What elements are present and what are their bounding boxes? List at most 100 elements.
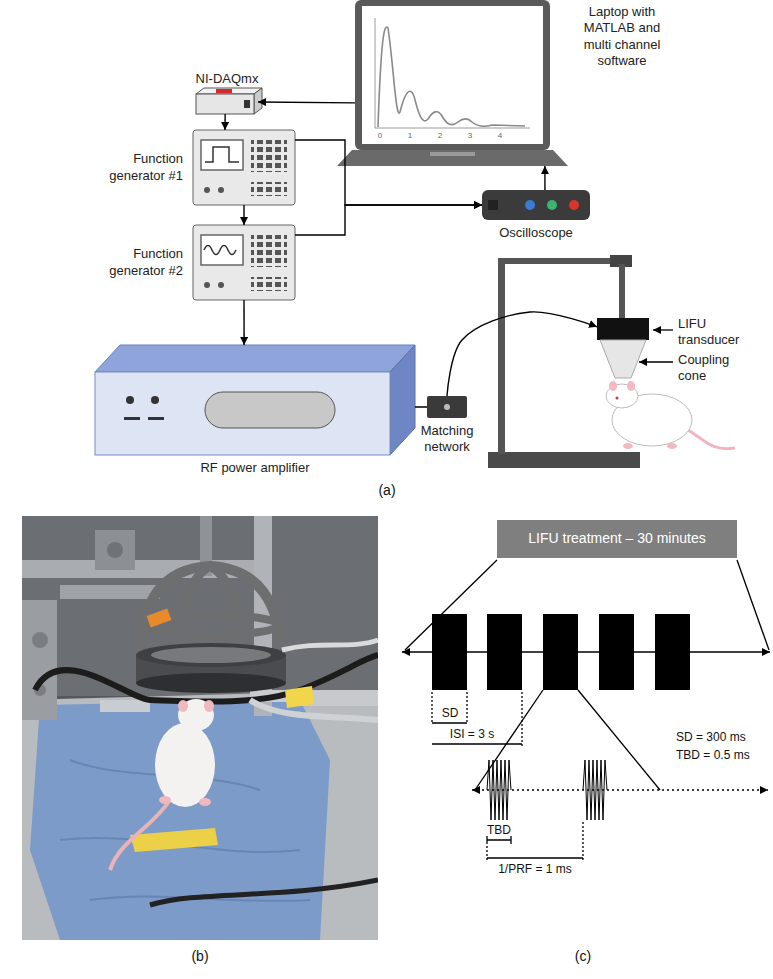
amplifier-icon xyxy=(124,417,140,420)
function-generator-icon xyxy=(201,140,243,170)
photo-illustration xyxy=(100,700,150,712)
laptop-computer: Laptop with MATLAB and multi channel sof… xyxy=(355,0,550,166)
stand-and-mouse xyxy=(627,381,635,391)
label-anchor: 0 xyxy=(374,131,386,141)
stand-and-mouse xyxy=(688,430,735,449)
tick-number: 1 xyxy=(404,131,416,141)
stand-and-mouse xyxy=(619,264,625,318)
node-label: Laptop with MATLAB and multi channel sof… xyxy=(572,4,672,69)
connector xyxy=(258,101,355,103)
timing-diagram xyxy=(487,760,511,820)
connector xyxy=(224,114,226,130)
laptop-icon xyxy=(430,152,475,156)
amplifier-icon xyxy=(95,345,415,455)
dimension-label: ISI = 3 s xyxy=(437,727,507,741)
laptop-icon xyxy=(378,27,525,127)
timing-diagram xyxy=(432,723,522,744)
function-generator-icon xyxy=(204,282,210,288)
label-anchor: Coupling cone xyxy=(678,352,758,383)
label-anchor: 1 xyxy=(404,131,416,141)
function-generator-icon xyxy=(201,235,243,265)
stimulus-block xyxy=(543,614,578,690)
daq-icon xyxy=(196,88,262,94)
photo-illustration xyxy=(136,673,286,693)
tick-number: 0 xyxy=(374,131,386,141)
amplifier-icon xyxy=(126,396,134,404)
parameter-note: SD = 300 ms xyxy=(676,730,768,744)
dimension-label: TBD xyxy=(484,823,514,837)
label-anchor: (b) xyxy=(185,948,215,965)
amplifier-icon xyxy=(95,345,415,372)
oscilloscope-icon xyxy=(488,200,498,210)
daq-icon xyxy=(244,100,250,108)
photo-illustration xyxy=(204,700,214,712)
label-anchor: ISI = 3 s xyxy=(437,727,507,741)
dimension-label: 1/PRF = 1 ms xyxy=(490,862,580,876)
photo-illustration xyxy=(60,585,160,599)
node-label: Function generator #1 xyxy=(98,151,183,184)
tick-number: 4 xyxy=(494,131,506,141)
laptop-icon xyxy=(362,6,543,144)
treatment-bar: LIFU treatment – 30 minutes xyxy=(497,520,737,558)
laptop-icon xyxy=(337,0,568,166)
photo-illustration xyxy=(22,600,57,720)
photo-illustration xyxy=(136,643,286,667)
daq-device: NI-DAQmx xyxy=(196,90,258,114)
laptop-icon xyxy=(337,150,568,166)
daq-icon xyxy=(196,94,254,114)
leader-arrow xyxy=(639,361,673,362)
label-anchor: 4 xyxy=(494,131,506,141)
node-label: Oscilloscope xyxy=(486,225,586,241)
function-generator-icon xyxy=(205,147,239,162)
photo-illustration xyxy=(22,516,378,940)
timing-diagram xyxy=(472,789,768,790)
function-generator: Function generator #1 xyxy=(193,130,295,205)
connector xyxy=(243,300,245,345)
oscilloscope-icon xyxy=(547,200,557,210)
function-generator-icon xyxy=(251,182,287,196)
label-anchor: SD = 300 ms xyxy=(676,730,768,744)
connector xyxy=(544,166,545,190)
function-generator-icon xyxy=(193,225,295,300)
timing-diagram xyxy=(487,836,511,844)
stand-and-mouse xyxy=(597,318,649,340)
node-label: RF power amplifier xyxy=(155,460,355,476)
label-anchor: 1/PRF = 1 ms xyxy=(490,862,580,876)
daq-icon xyxy=(216,89,232,93)
photo-illustration xyxy=(95,530,135,570)
photo-illustration xyxy=(150,880,378,905)
stimulus-block xyxy=(599,614,634,690)
amplifier-icon xyxy=(95,372,390,455)
function-generator-icon xyxy=(204,246,236,255)
dimension-label: SD xyxy=(435,706,465,720)
lifu-transducer: LIFU transducer xyxy=(597,318,649,340)
stand-and-mouse xyxy=(600,340,646,378)
stand-and-mouse xyxy=(609,381,617,391)
photo-illustration xyxy=(285,686,314,708)
photo-illustration xyxy=(199,798,211,806)
photo-illustration xyxy=(159,796,171,804)
tick-number: 2 xyxy=(434,131,446,141)
rf-amplifier: RF power amplifier xyxy=(95,345,415,455)
photo-illustration xyxy=(282,640,378,650)
function-generator-icon xyxy=(251,235,287,267)
daq-icon xyxy=(196,88,262,114)
photo-illustration xyxy=(107,542,123,558)
connector xyxy=(295,205,482,235)
function-generator: Function generator #2 xyxy=(193,225,295,300)
oscilloscope-icon xyxy=(482,190,590,220)
panel-label: (c) xyxy=(568,948,598,965)
matching-network: Matching network xyxy=(427,396,467,418)
daq-icon xyxy=(254,88,262,114)
photo-illustration xyxy=(250,700,378,720)
photo-illustration xyxy=(22,516,378,940)
leader-arrow xyxy=(639,330,673,362)
stimulus-block xyxy=(487,614,522,690)
photo-illustration xyxy=(147,609,172,628)
photo-illustration xyxy=(130,828,218,852)
tick-number: 3 xyxy=(464,131,476,141)
stand-and-mouse xyxy=(488,452,640,468)
laptop-icon xyxy=(355,0,550,150)
function-generator-icon xyxy=(218,282,224,288)
connector xyxy=(415,406,427,407)
